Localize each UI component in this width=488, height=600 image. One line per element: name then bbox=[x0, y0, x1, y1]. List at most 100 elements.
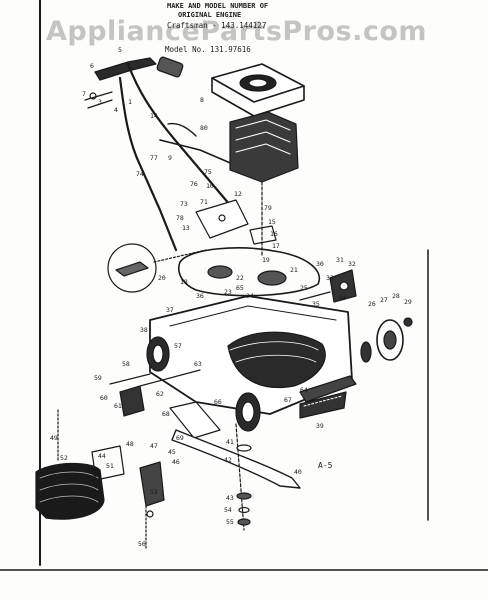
callout-number: 21 bbox=[290, 266, 298, 274]
baffle-plate bbox=[169, 401, 221, 439]
callout-number: 33 bbox=[326, 274, 334, 282]
callout-number: 67 bbox=[284, 396, 292, 404]
callout-number: 69 bbox=[176, 434, 184, 442]
height-adjuster-left bbox=[109, 369, 201, 417]
callout-number: 51 bbox=[106, 462, 114, 470]
callout-number: 5 bbox=[118, 46, 122, 54]
mower-deck bbox=[149, 295, 357, 415]
callout-number: 68 bbox=[162, 410, 170, 418]
mounting-bracket bbox=[195, 199, 277, 245]
callout-number: 66 bbox=[214, 398, 222, 406]
header-line-2: ORIGINAL ENGINE bbox=[178, 11, 242, 19]
callout-number: 37 bbox=[166, 306, 174, 314]
callout-number: 26 bbox=[368, 300, 376, 308]
callout-number: 31 bbox=[336, 256, 344, 264]
blade-adapter-stack bbox=[236, 444, 252, 526]
figure-label: A-5 bbox=[318, 461, 333, 470]
left-wheel bbox=[146, 336, 170, 372]
callout-number: 65 bbox=[236, 284, 244, 292]
callout-number: 27 bbox=[380, 296, 388, 304]
callout-number: 38 bbox=[140, 326, 148, 334]
air-cleaner-cover bbox=[211, 63, 305, 117]
callout-number: 34 bbox=[338, 294, 346, 302]
callout-number: 62 bbox=[156, 390, 164, 398]
callout-number: 25 bbox=[300, 284, 308, 292]
callout-number: 17 bbox=[272, 242, 280, 250]
callout-number: 50 bbox=[92, 470, 100, 478]
callout-number: 10 bbox=[206, 182, 214, 190]
right-wheel-exploded bbox=[360, 317, 413, 363]
callout-number: 46 bbox=[172, 458, 180, 466]
callout-number: 4 bbox=[114, 106, 118, 114]
callout-number: 15 bbox=[268, 218, 276, 226]
discharge-chute bbox=[299, 391, 347, 419]
callout-number: 77 bbox=[150, 154, 158, 162]
callout-number: 23 bbox=[224, 288, 232, 296]
header-line-1: MAKE AND MODEL NUMBER OF bbox=[167, 2, 269, 10]
callout-number: 71 bbox=[200, 198, 208, 206]
callout-number: 63 bbox=[194, 360, 202, 368]
callout-number: 49 bbox=[50, 434, 58, 442]
callout-number: 75 bbox=[204, 168, 212, 176]
model-number: Model No. 131.97616 bbox=[165, 45, 251, 54]
callout-number: 79 bbox=[264, 204, 272, 212]
callout-number: 47 bbox=[150, 442, 158, 450]
callout-number: 60 bbox=[100, 394, 108, 402]
callout-number: 54 bbox=[224, 506, 232, 514]
bag-frame-linkage bbox=[57, 409, 165, 551]
callout-number: 7 bbox=[82, 90, 86, 98]
callout-number: 76 bbox=[190, 180, 198, 188]
handle-assembly bbox=[84, 56, 240, 252]
cutting-blade bbox=[171, 423, 301, 531]
callout-number: 13 bbox=[182, 224, 190, 232]
callout-number: 42 bbox=[224, 456, 232, 464]
detail-inset-circle bbox=[107, 243, 207, 293]
callout-number: 58 bbox=[122, 360, 130, 368]
callout-number: 59 bbox=[94, 374, 102, 382]
callout-number: 74 bbox=[136, 170, 144, 178]
callout-number: 32 bbox=[348, 260, 356, 268]
callout-number: 43 bbox=[226, 494, 234, 502]
callout-number: 14 bbox=[150, 112, 158, 120]
callout-number: 19 bbox=[262, 256, 270, 264]
callout-number: 1 bbox=[128, 98, 132, 106]
callout-number: 78 bbox=[176, 214, 184, 222]
site-watermark: AppliancePartsPros.com bbox=[46, 16, 428, 47]
callout-number: 9 bbox=[168, 154, 172, 162]
callout-number: 40 bbox=[294, 468, 302, 476]
callout-number: 6 bbox=[90, 62, 94, 70]
callout-number: 12 bbox=[234, 190, 242, 198]
drive-belt bbox=[178, 247, 321, 297]
callout-number: 52 bbox=[60, 454, 68, 462]
original-engine-number: Craftsman - 143.144127 bbox=[167, 21, 267, 30]
callout-number: 35 bbox=[312, 300, 320, 308]
callout-number: 41 bbox=[226, 438, 234, 446]
callout-number: 57 bbox=[174, 342, 182, 350]
callout-number: 16 bbox=[270, 230, 278, 238]
callout-number: 30 bbox=[316, 260, 324, 268]
front-wheel bbox=[235, 392, 261, 432]
callout-number: 24 bbox=[246, 292, 254, 300]
callout-number: 28 bbox=[392, 292, 400, 300]
callout-number: 39 bbox=[316, 422, 324, 430]
callout-number: 53 bbox=[150, 488, 158, 496]
callout-number: 22 bbox=[236, 274, 244, 282]
height-adjuster-right bbox=[299, 269, 357, 303]
callout-number: 18 bbox=[180, 278, 188, 286]
callout-number: 73 bbox=[180, 200, 188, 208]
callout-labels: 6 5 7 3 4 8 14 1 77 80 9 74 75 76 10 73 … bbox=[50, 46, 412, 548]
callout-number: 20 bbox=[158, 274, 166, 282]
callout-number: 61 bbox=[114, 402, 122, 410]
grass-catcher-bag bbox=[35, 462, 105, 520]
callout-number: 8 bbox=[200, 96, 204, 104]
callout-number: 56 bbox=[138, 540, 146, 548]
callout-number: 29 bbox=[404, 298, 412, 306]
callout-number: 45 bbox=[168, 448, 176, 456]
callout-number: 64 bbox=[300, 386, 308, 394]
engine-block bbox=[229, 111, 299, 256]
callout-number: 55 bbox=[226, 518, 234, 526]
callout-number: 48 bbox=[126, 440, 134, 448]
callout-number: 80 bbox=[200, 124, 208, 132]
